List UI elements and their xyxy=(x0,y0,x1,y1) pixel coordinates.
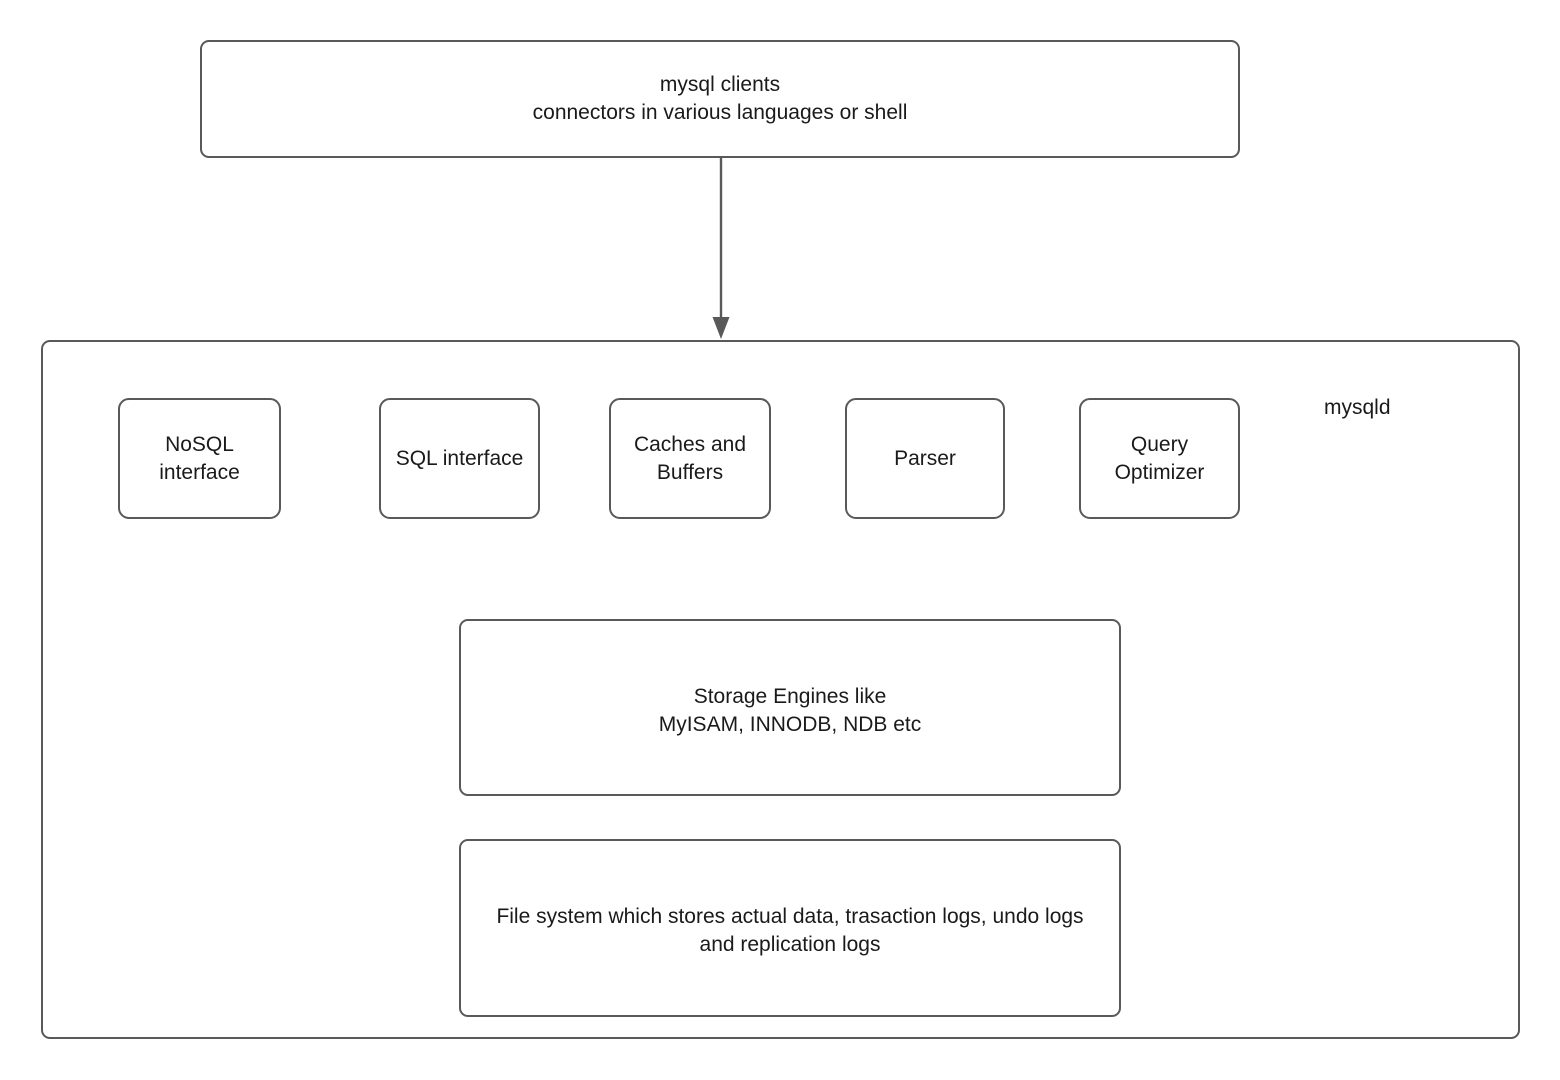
component-box-caches-buffers[interactable]: Caches and Buffers xyxy=(609,398,771,519)
storage-engines-label: Storage Engines like MyISAM, INNODB, NDB… xyxy=(658,685,922,736)
clients-to-mysqld-arrow xyxy=(712,156,730,339)
component-box-nosql-interface[interactable]: NoSQL interface xyxy=(118,398,281,519)
component-box-query-optimizer[interactable]: Query Optimizer xyxy=(1079,398,1240,519)
component-label-query-optimizer: Query Optimizer xyxy=(1114,432,1205,484)
component-box-sql-interface[interactable]: SQL interface xyxy=(379,398,540,519)
component-label-sql-interface: SQL interface xyxy=(395,446,524,470)
arrow-head-icon xyxy=(712,317,730,339)
component-box-parser[interactable]: Parser xyxy=(845,398,1005,519)
component-label-nosql-interface: NoSQL interface xyxy=(159,432,240,484)
file-system-label: File system which stores actual data, tr… xyxy=(496,905,1084,956)
mysqld-label: mysqld xyxy=(1324,396,1391,419)
client-box-label: mysql clients connectors in various lang… xyxy=(532,73,908,124)
storage-engines-box[interactable]: Storage Engines like MyISAM, INNODB, NDB… xyxy=(459,619,1121,796)
component-label-caches-buffers: Caches and Buffers xyxy=(633,432,747,484)
component-label-parser: Parser xyxy=(894,446,956,470)
client-box[interactable]: mysql clients connectors in various lang… xyxy=(200,40,1240,158)
file-system-box[interactable]: File system which stores actual data, tr… xyxy=(459,839,1121,1017)
